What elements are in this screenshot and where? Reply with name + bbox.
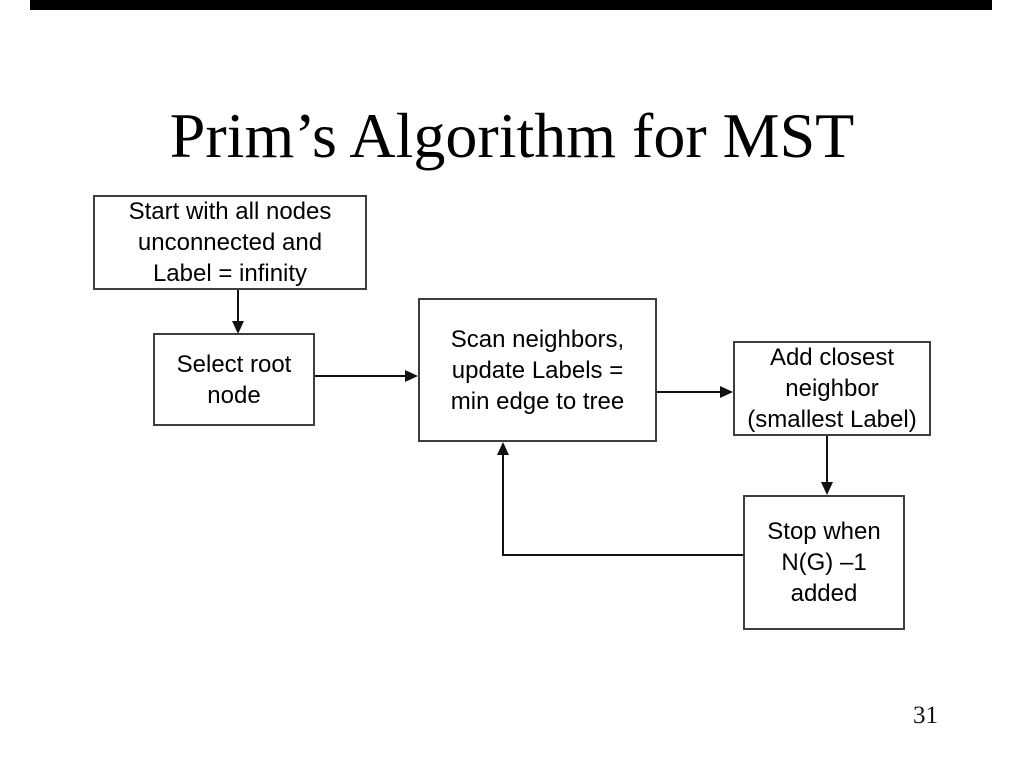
page-number: 31 xyxy=(913,702,938,729)
arrow-start-to-select-head-icon xyxy=(232,321,244,334)
arrow-start-to-select-line xyxy=(237,290,239,322)
arrow-scan-to-add-line xyxy=(657,391,720,393)
arrow-stop-to-scan-hline xyxy=(502,554,743,556)
slide-top-edge-bar xyxy=(30,0,992,10)
arrow-scan-to-add-head-icon xyxy=(720,386,733,398)
flowchart-box-start: Start with all nodes unconnected and Lab… xyxy=(93,195,367,290)
arrow-stop-to-scan-head-icon xyxy=(497,442,509,455)
flowchart-box-scan-neighbors: Scan neighbors, update Labels = min edge… xyxy=(418,298,657,442)
arrow-select-to-scan-line xyxy=(315,375,405,377)
arrow-add-to-stop-line xyxy=(826,436,828,483)
slide-title: Prim’s Algorithm for MST xyxy=(169,100,855,171)
arrow-stop-to-scan-vline xyxy=(502,454,504,556)
arrow-add-to-stop-head-icon xyxy=(821,482,833,495)
arrow-select-to-scan-head-icon xyxy=(405,370,418,382)
flowchart-box-add-closest: Add closest neighbor (smallest Label) xyxy=(733,341,931,436)
flowchart-box-stop: Stop when N(G) –1 added xyxy=(743,495,905,630)
flowchart-box-select-root: Select root node xyxy=(153,333,315,426)
